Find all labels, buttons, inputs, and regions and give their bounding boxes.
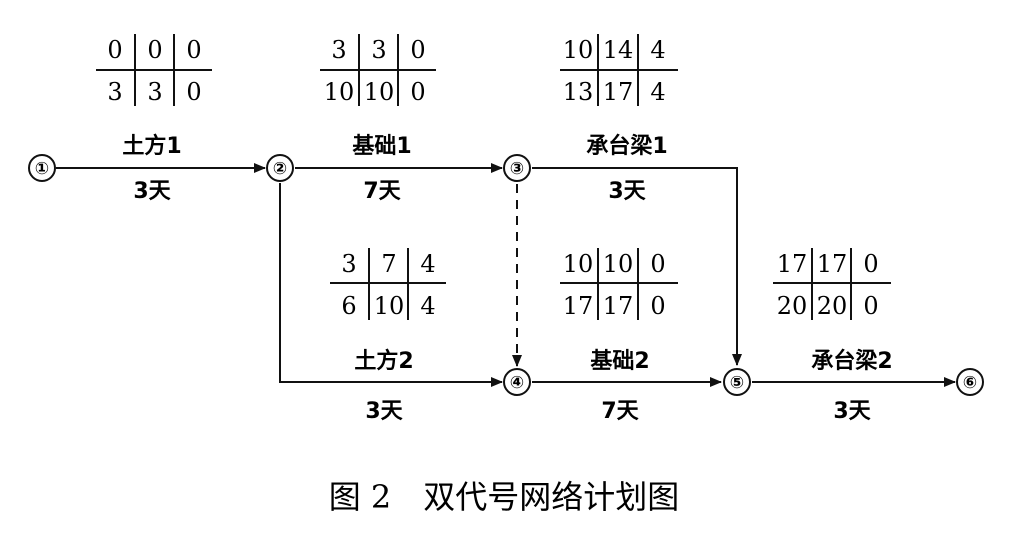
- node-2: ②: [266, 154, 294, 182]
- table-2-3-lf: 10: [364, 78, 395, 106]
- table-2-4-ls: 6: [341, 292, 356, 320]
- activity-duration-1-2: 3天: [133, 179, 171, 204]
- table-4-5-tf-bottom: 0: [650, 292, 665, 320]
- table-5-6-tf-top: 0: [863, 250, 878, 278]
- time-table-1-2: 0 0 0 3 3 0: [96, 34, 212, 106]
- node-6: ⑥: [956, 368, 984, 396]
- table-2-3-ls: 10: [324, 78, 355, 106]
- table-1-2-tf-bottom: 0: [186, 78, 201, 106]
- table-2-4-tf-top: 4: [420, 250, 435, 278]
- arrow-2-4: [279, 183, 503, 387]
- table-3-5-es: 10: [563, 36, 594, 64]
- activity-duration-2-4: 3天: [365, 399, 403, 424]
- activity-duration-5-6: 3天: [833, 399, 871, 424]
- activity-name-5-6: 承台梁2: [811, 348, 892, 374]
- table-2-3-tf-top: 0: [410, 36, 425, 64]
- activity-name-4-5: 基础2: [590, 349, 649, 374]
- arrow-3-5: [532, 167, 742, 366]
- figure-caption: 图 2 双代号网络计划图: [329, 478, 680, 516]
- table-2-3-tf-bottom: 0: [410, 78, 425, 106]
- node-3-label: ③: [510, 159, 524, 179]
- table-1-2-lf: 3: [147, 78, 162, 106]
- time-table-2-4: 3 7 4 6 10 4: [330, 248, 446, 320]
- node-6-label: ⑥: [963, 373, 977, 393]
- table-1-2-tf-top: 0: [186, 36, 201, 64]
- table-2-4-lf: 10: [374, 292, 405, 320]
- time-table-4-5: 10 10 0 17 17 0: [560, 248, 678, 320]
- table-1-2-ls: 3: [107, 78, 122, 106]
- activity-name-2-3: 基础1: [352, 134, 411, 159]
- table-3-5-ef: 14: [603, 36, 634, 64]
- node-5-label: ⑤: [730, 373, 744, 393]
- table-3-5-ls: 13: [563, 78, 594, 106]
- time-table-3-5: 10 14 4 13 17 4: [560, 34, 678, 106]
- table-4-5-es: 10: [563, 250, 594, 278]
- node-3: ③: [503, 154, 531, 182]
- nodes: ① ② ③ ④ ⑤ ⑥: [28, 154, 984, 396]
- activity-labels: 土方1 3天 基础1 7天 承台梁1 3天 土方2 3天 基础2 7天 承台梁2…: [122, 133, 892, 424]
- table-5-6-es: 17: [777, 250, 808, 278]
- table-4-5-lf: 17: [603, 292, 634, 320]
- table-2-4-ef: 7: [381, 250, 396, 278]
- table-5-6-ls: 20: [777, 292, 808, 320]
- table-4-5-tf-top: 0: [650, 250, 665, 278]
- time-table-2-3: 3 3 0 10 10 0: [320, 34, 436, 106]
- activity-duration-2-3: 7天: [363, 179, 401, 204]
- edges: [56, 163, 956, 387]
- table-5-6-tf-bottom: 0: [863, 292, 878, 320]
- table-3-5-tf-top: 4: [650, 36, 665, 64]
- activity-duration-3-5: 3天: [608, 179, 646, 204]
- node-5: ⑤: [723, 368, 751, 396]
- table-3-5-tf-bottom: 4: [650, 78, 665, 106]
- table-5-6-ef: 17: [817, 250, 848, 278]
- table-2-4-tf-bottom: 4: [420, 292, 435, 320]
- table-4-5-ef: 10: [603, 250, 634, 278]
- table-3-5-lf: 17: [603, 78, 634, 106]
- activity-duration-4-5: 7天: [601, 399, 639, 424]
- node-4-label: ④: [510, 373, 524, 393]
- table-2-3-ef: 3: [371, 36, 386, 64]
- activity-name-1-2: 土方1: [122, 133, 181, 159]
- time-table-5-6: 17 17 0 20 20 0: [773, 248, 891, 320]
- node-2-label: ②: [273, 159, 287, 179]
- node-1: ①: [28, 154, 56, 182]
- activity-name-2-4: 土方2: [354, 348, 413, 374]
- table-4-5-ls: 17: [563, 292, 594, 320]
- node-1-label: ①: [35, 159, 49, 179]
- node-4: ④: [503, 368, 531, 396]
- table-1-2-ef: 0: [147, 36, 162, 64]
- table-2-3-es: 3: [331, 36, 346, 64]
- table-5-6-lf: 20: [817, 292, 848, 320]
- table-1-2-es: 0: [107, 36, 122, 64]
- table-2-4-es: 3: [341, 250, 356, 278]
- activity-name-3-5: 承台梁1: [586, 133, 667, 159]
